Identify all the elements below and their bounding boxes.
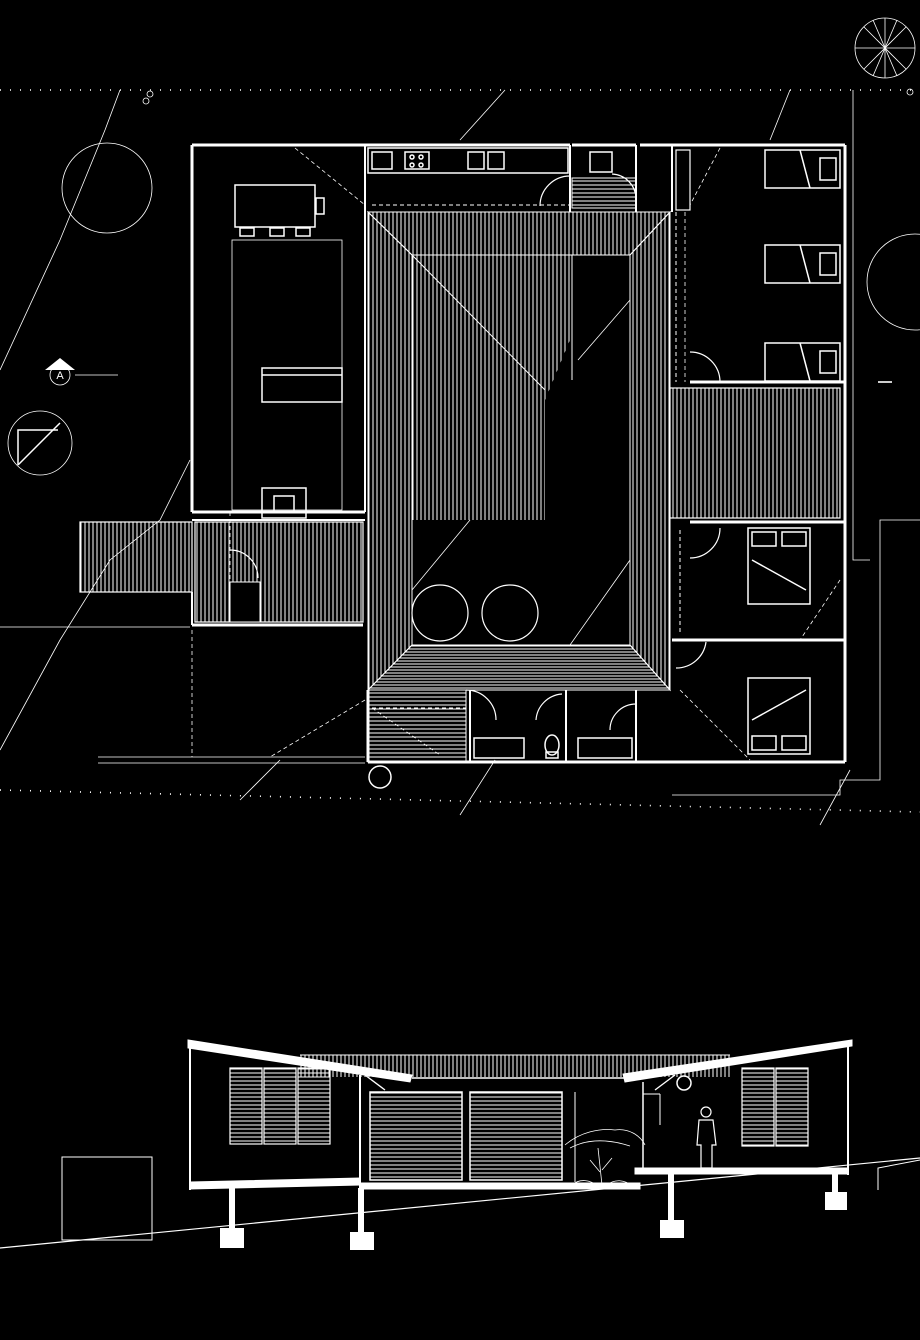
neighbour-outline (61, 1156, 153, 1241)
site-context: A (0, 17, 920, 826)
louvre-window (741, 1067, 809, 1147)
dashed-outline (294, 147, 366, 206)
kitchen-step (571, 177, 637, 209)
shrub-icon (142, 88, 914, 105)
deck (669, 387, 841, 519)
section-a (0, 1039, 920, 1250)
verandah (194, 521, 364, 623)
door-swing (609, 703, 637, 731)
verandah-roof-north (366, 211, 672, 256)
contour-line (769, 89, 791, 141)
neighbour-boundary (852, 90, 870, 561)
sofa-icon (261, 367, 343, 403)
bunk-bed-icon (764, 244, 841, 284)
vanity (473, 737, 525, 759)
verandah-roof-east (629, 210, 671, 692)
floor-slab (359, 1182, 641, 1190)
floor-plan (79, 143, 847, 764)
double-bed-icon (747, 677, 811, 755)
door-swing (675, 641, 707, 669)
stumps (220, 1172, 847, 1250)
bathroom-floor (367, 689, 467, 763)
tree-icon (61, 142, 153, 234)
contour-line (819, 769, 851, 826)
courtyard-dashed-line (411, 254, 631, 646)
dining-table-icon (234, 184, 325, 237)
contour-line (239, 759, 281, 801)
dashed-outline (689, 147, 721, 206)
section-marker-icon: A (45, 358, 118, 386)
door-swing (535, 693, 563, 721)
double-bed-icon (747, 527, 811, 605)
dashed-outline (269, 699, 366, 758)
contour-line (0, 89, 121, 371)
dashed-outline (799, 579, 841, 641)
door-swing (539, 173, 637, 207)
door-swing (229, 549, 259, 579)
door-swing (689, 527, 721, 559)
ground-line (877, 1159, 920, 1190)
floor-slab (189, 1177, 361, 1190)
bin-icon (368, 765, 392, 789)
contour-line (0, 459, 191, 751)
kitchen-bench (367, 147, 613, 174)
tree-icon (854, 17, 916, 79)
toilet-icon (544, 734, 560, 759)
bunk-bed-icon (764, 149, 841, 189)
contour-line (459, 759, 496, 816)
person-icon (696, 1106, 717, 1169)
roof-ridge-hatch (300, 1055, 730, 1077)
north-arrow-icon (7, 410, 73, 476)
section-marker-label: A (56, 370, 64, 382)
verandah-roof-west (367, 210, 413, 692)
neighbour-building-outline (672, 519, 920, 796)
wardrobe (675, 149, 691, 211)
planter-circle (411, 584, 469, 642)
stove-icon (261, 487, 307, 519)
contour-line (459, 89, 506, 141)
verandah-roof-south (366, 644, 672, 691)
sliding-door (369, 1091, 563, 1181)
downpipe-icon (676, 1075, 692, 1091)
roof-diagonal-infill (412, 255, 572, 520)
entry-step (229, 581, 261, 623)
door-swing (465, 689, 497, 721)
planter-circle (481, 584, 539, 642)
floor-slab (634, 1167, 849, 1175)
tree-icon (866, 233, 920, 331)
bunk-bed-icon (764, 342, 841, 382)
vanity (577, 737, 633, 759)
dashed-outline (679, 689, 751, 761)
entry-bridge (79, 521, 193, 593)
walls (190, 143, 847, 764)
louvre-window (229, 1067, 331, 1145)
door-swing (689, 351, 721, 383)
boundary-line-bottom (0, 789, 920, 813)
tree-icon (564, 1129, 646, 1187)
